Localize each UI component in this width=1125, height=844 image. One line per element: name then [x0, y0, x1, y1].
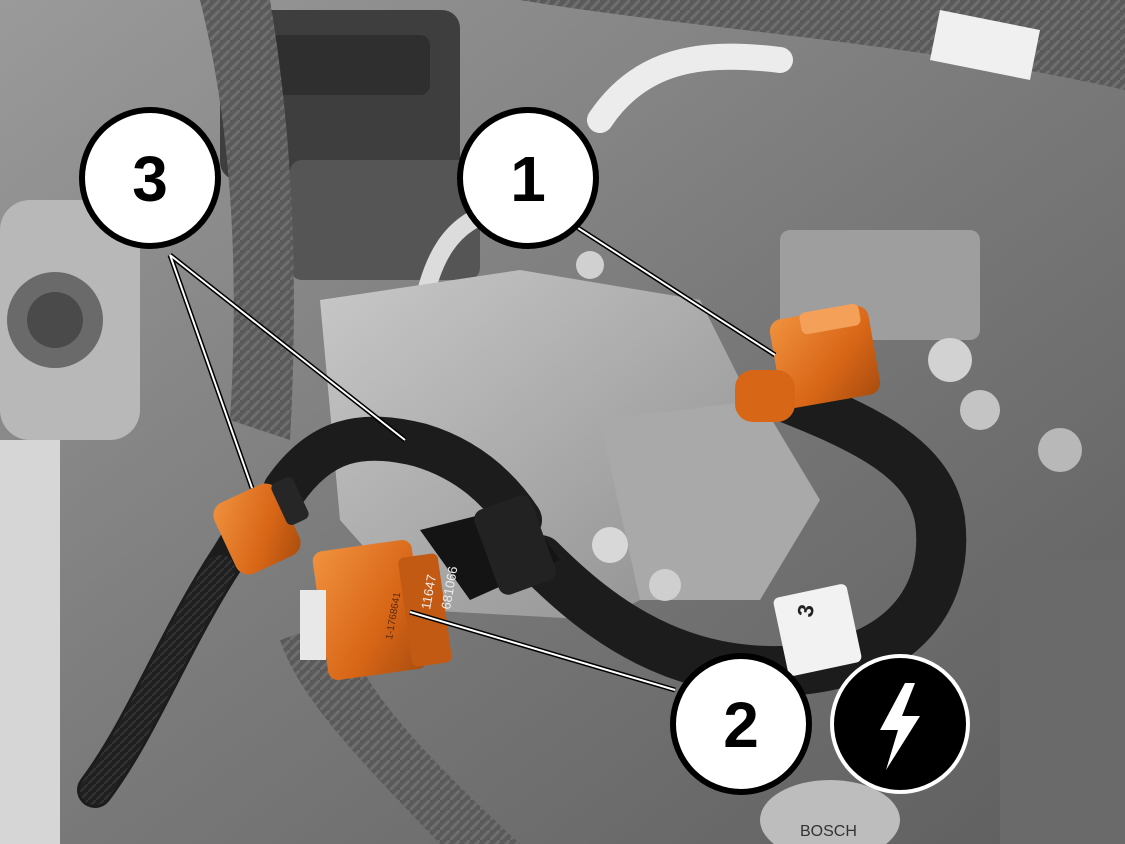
bolt-6: [576, 251, 604, 279]
mid-component: [290, 160, 480, 280]
white-pipe: [587, 43, 793, 133]
callout-3: 3: [79, 107, 221, 249]
connector-1: [735, 303, 881, 422]
reservoir-cap-inner: [27, 292, 83, 348]
callout-3-label: 3: [132, 143, 168, 215]
hose-upper-mid: [263, 416, 542, 542]
callout-2-label: 2: [723, 689, 759, 761]
callout-1-label: 1: [510, 143, 546, 215]
bolt-5: [649, 569, 681, 601]
hose-main-loop: [515, 370, 967, 697]
hose-sticker: [773, 584, 862, 676]
bolt-3: [1038, 428, 1082, 472]
bosch-label: BOSCH: [800, 823, 857, 840]
callout-2: 2: [670, 653, 812, 795]
bolt-4: [592, 527, 628, 563]
connector-2-wires: [300, 590, 326, 660]
t-junction-collar: [474, 495, 556, 595]
connector-3: [213, 477, 309, 575]
hose-left-lower-texture: [80, 555, 235, 805]
hose-sticker-text: 3: [792, 602, 819, 618]
harness-tag: [930, 10, 1040, 80]
callout-1: 1: [457, 107, 599, 249]
connector-2-text-b: 681066: [438, 565, 460, 610]
connector-2-text-a: 11647: [418, 573, 439, 610]
left-harness: [200, 0, 294, 440]
engine-block-right: [600, 400, 820, 600]
bottom-sensor: [760, 780, 900, 844]
right-lower-area: [1000, 560, 1125, 844]
bolt-2: [960, 390, 1000, 430]
left-white-panel: [0, 440, 60, 844]
leader-lines-highlight: [169, 227, 776, 691]
connector-2: 11647 681066 1-1768641: [300, 539, 460, 681]
connector-1-elbow: [735, 370, 795, 422]
lightning-bolt-icon: [830, 654, 970, 794]
bolt-1: [928, 338, 972, 382]
upper-component-detail: [250, 35, 430, 95]
